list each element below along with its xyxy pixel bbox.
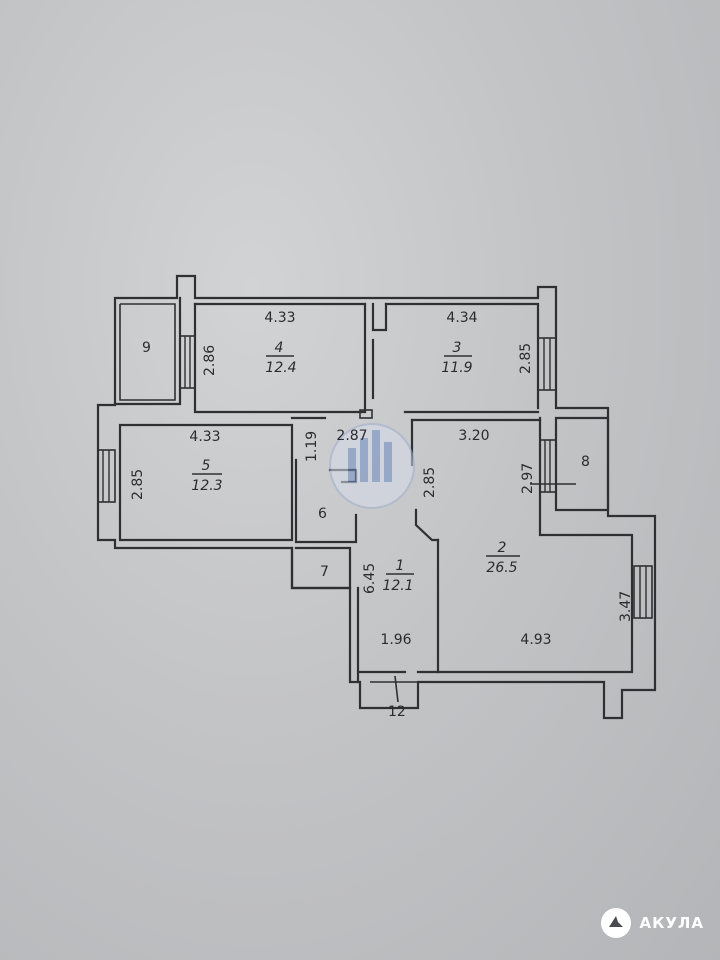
dim-entry-width: 1.96 <box>380 632 411 648</box>
window-room-3 <box>537 337 557 391</box>
windows <box>97 335 653 703</box>
dim-hall-depth: 2.85 <box>422 467 438 498</box>
dim-room5-width: 4.33 <box>189 429 220 445</box>
dim-corridor-width: 1.19 <box>304 431 320 462</box>
brand-name: АКУЛА <box>639 914 704 932</box>
dim-room4-width: 4.33 <box>264 310 295 326</box>
room-4-number: 4 <box>275 340 284 356</box>
room-9-number: 9 <box>142 340 151 356</box>
window-room-5 <box>97 449 116 503</box>
room-5-number: 5 <box>202 458 211 474</box>
brand-logo: АКУЛА <box>601 908 704 938</box>
room-1-area: 12.1 <box>382 578 413 594</box>
dim-room3-width: 4.34 <box>446 310 477 326</box>
room-labels: 9 4 12.4 3 11.9 5 12.3 6 7 8 1 12.1 2 26… <box>142 340 590 720</box>
room-5-area: 12.3 <box>191 478 222 494</box>
room-2-area: 26.5 <box>486 560 517 576</box>
watermark-logo <box>329 423 415 509</box>
window-room-2 <box>633 565 653 619</box>
room-6-number: 6 <box>318 506 327 522</box>
dim-room8-depth: 2.97 <box>520 463 536 494</box>
dim-corridor-length: 2.87 <box>336 428 367 444</box>
dim-room5-depth: 2.85 <box>130 469 146 500</box>
dim-room2-length: 4.93 <box>520 632 551 648</box>
dim-room4-depth: 2.86 <box>202 345 218 376</box>
room-7-number: 7 <box>320 564 329 580</box>
dim-hall-length: 6.45 <box>362 563 378 594</box>
room-8-number: 8 <box>581 454 590 470</box>
dim-room2-depth: 3.47 <box>618 591 634 622</box>
window-room-4 <box>179 335 196 389</box>
room-3-area: 11.9 <box>441 360 472 376</box>
door-room-12 <box>370 675 420 703</box>
room-1-number: 1 <box>396 558 405 574</box>
dimension-labels: 4.33 4.34 2.86 2.85 4.33 1.19 2.87 3.20 … <box>130 310 634 648</box>
room-12-number: 12 <box>388 704 406 720</box>
room-3-number: 3 <box>453 340 462 356</box>
room-4-area: 12.4 <box>265 360 296 376</box>
dim-room2-width: 3.20 <box>458 428 489 444</box>
dim-room3-depth: 2.85 <box>518 343 534 374</box>
room-2-number: 2 <box>498 540 507 556</box>
window-room-8 <box>530 439 576 493</box>
shark-icon <box>601 908 632 938</box>
